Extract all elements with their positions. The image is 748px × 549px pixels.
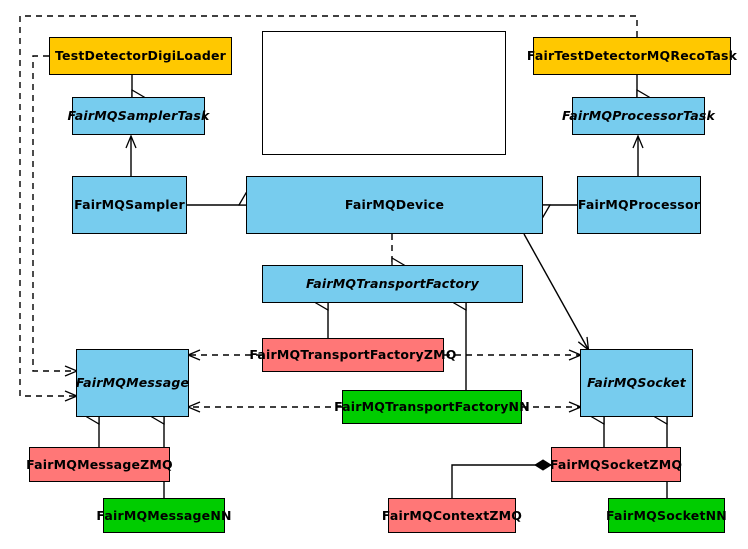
class-node-FairTestDetectorMQRecoTask[interactable]: FairTestDetectorMQRecoTask bbox=[527, 37, 737, 75]
class-node-FairMQMessage[interactable]: FairMQMessage bbox=[76, 349, 189, 417]
class-node-FairMQContextZMQ[interactable]: FairMQContextZMQ bbox=[382, 498, 522, 533]
edge-device-to-socket bbox=[523, 233, 588, 349]
class-node-FairMQProcessorTask[interactable]: FairMQProcessorTask bbox=[562, 97, 715, 135]
class-node-FairMQProcessor[interactable]: FairMQProcessor bbox=[577, 176, 701, 234]
class-node-FairMQTransportFactoryNN[interactable]: FairMQTransportFactoryNN bbox=[334, 390, 530, 424]
class-node-FairMQTransportFactory[interactable]: FairMQTransportFactory bbox=[262, 265, 523, 303]
edge-digiloader-to-message bbox=[32, 55, 76, 371]
class-node-FairMQSocketNN[interactable]: FairMQSocketNN bbox=[606, 498, 727, 533]
legend-panel bbox=[262, 31, 506, 155]
class-node-FairMQDevice[interactable]: FairMQDevice bbox=[246, 176, 543, 234]
class-node-TestDetectorDigiLoader[interactable]: TestDetectorDigiLoader bbox=[49, 37, 232, 75]
class-node-FairMQSamplerTask[interactable]: FairMQSamplerTask bbox=[67, 97, 209, 135]
class-node-FairMQSocketZMQ[interactable]: FairMQSocketZMQ bbox=[550, 447, 682, 482]
class-node-FairMQSocket[interactable]: FairMQSocket bbox=[580, 349, 693, 417]
edge-contextzmq-to-socketzmq bbox=[451, 459, 552, 498]
class-node-FairMQSampler[interactable]: FairMQSampler bbox=[72, 176, 187, 234]
class-node-FairMQTransportFactoryZMQ[interactable]: FairMQTransportFactoryZMQ bbox=[249, 338, 456, 372]
class-node-FairMQMessageNN[interactable]: FairMQMessageNN bbox=[96, 498, 231, 533]
class-node-FairMQMessageZMQ[interactable]: FairMQMessageZMQ bbox=[26, 447, 173, 482]
